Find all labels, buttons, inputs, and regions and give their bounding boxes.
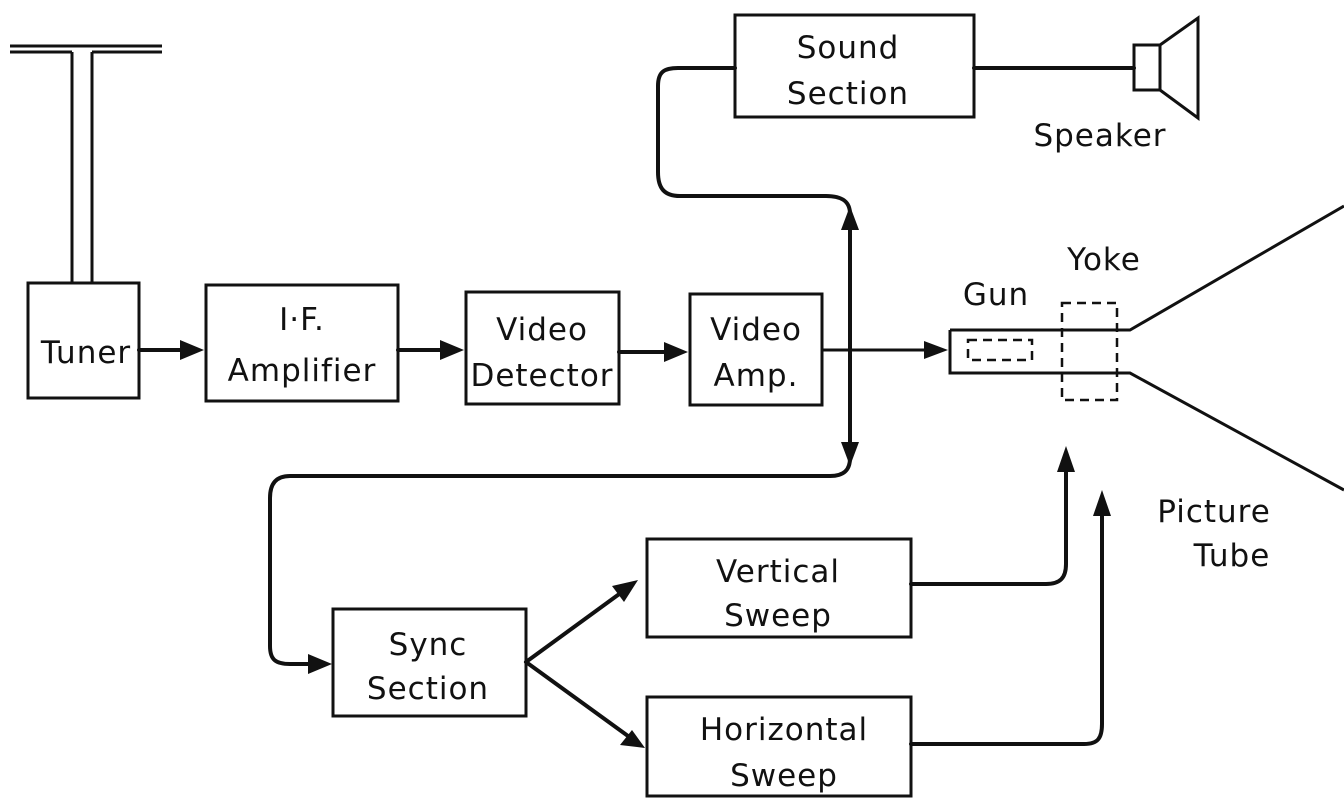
horizontal-sweep-block: Horizontal Sweep — [645, 695, 913, 798]
if-amplifier-block: I·F. Amplifier — [204, 283, 400, 403]
sync-section-label-2: Section — [367, 671, 489, 707]
speaker-icon — [1132, 15, 1200, 121]
horizontal-sweep-label-1: Horizontal — [700, 712, 868, 748]
video-amp-block: Video Amp. — [688, 292, 824, 407]
gun-label: Gun — [963, 277, 1029, 313]
vertical-sweep-label-1: Vertical — [716, 554, 840, 590]
picture-tube-label-1: Picture — [1157, 494, 1271, 530]
signal-arrows — [137, 66, 1136, 748]
speaker-label: Speaker — [1033, 118, 1166, 154]
video-detector-block: Video Detector — [464, 290, 621, 406]
picture-tube-label-2: Tube — [1193, 538, 1271, 574]
if-amplifier-label-1: I·F. — [279, 302, 325, 338]
if-amplifier-label-2: Amplifier — [228, 353, 377, 389]
tuner-label: Tuner — [40, 335, 131, 371]
sound-section-label-1: Sound — [797, 30, 900, 66]
video-detector-label-1: Video — [496, 312, 588, 348]
vertical-sweep-label-2: Sweep — [724, 598, 832, 634]
sync-section-block: Sync Section — [331, 607, 528, 718]
sync-section-label-1: Sync — [389, 627, 468, 663]
video-detector-label-2: Detector — [470, 358, 613, 394]
antenna — [10, 44, 162, 282]
yoke-label: Yoke — [1066, 242, 1141, 278]
sound-section-block: Sound Section — [733, 13, 976, 119]
horizontal-sweep-label-2: Sweep — [730, 758, 838, 794]
video-amp-label-2: Amp. — [714, 358, 799, 394]
video-amp-label-1: Video — [710, 312, 802, 348]
tuner-block: Tuner — [26, 281, 141, 400]
vertical-sweep-block: Vertical Sweep — [645, 537, 913, 639]
picture-tube — [948, 204, 1344, 492]
sound-section-label-2: Section — [787, 76, 909, 112]
